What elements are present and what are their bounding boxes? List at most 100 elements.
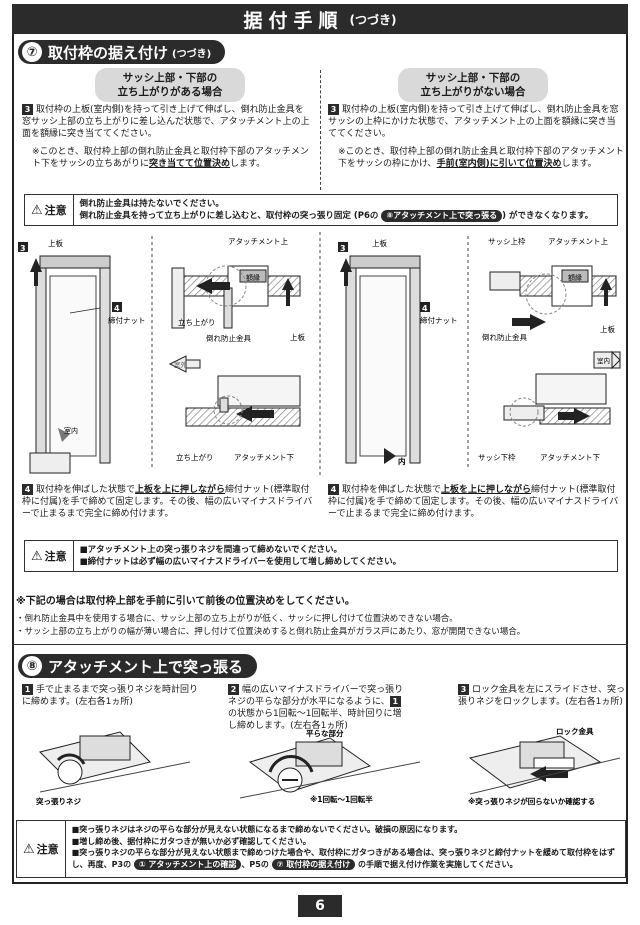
s8-fig1	[39, 731, 191, 793]
page-title-sub: (つづき)	[349, 12, 397, 27]
left-label-uwaita: 上板	[48, 238, 63, 248]
caution-2-label: ⚠注意	[25, 541, 74, 571]
s8-fig2-bottom: ※1回転〜1回転半	[310, 794, 373, 804]
s8-step2-ref: 1	[389, 696, 401, 707]
warning-icon: ⚠	[31, 548, 43, 564]
left-label-tachiagari2: 立ち上がり	[176, 452, 214, 462]
left-step3-note: ※このとき、取付枠上部の倒れ防止金具と取付枠下部のアタッチメント下をサッシの立ち…	[32, 146, 312, 170]
right-frame-illustration	[340, 255, 421, 464]
caution-3-line3-mid: 、P5の	[241, 859, 272, 869]
left-pill-line1: サッシ上部・下部の	[122, 72, 218, 84]
caution-3-body: ■突っ張りネジはネジの平らな部分が見えない状態になるまで締めないでください。破損…	[66, 821, 625, 877]
caution-2-line2: ■締付ナットは必ず幅の広いマイナスドライバーを使用して増し締めしてください。	[79, 557, 402, 567]
left-frame-illustration	[29, 255, 111, 474]
caution-1-label-text: 注意	[44, 204, 67, 217]
left-note-pre: ※このとき、取付枠上部の倒れ防止金具と取付枠下部のアタッチメント下をサッシの立ち…	[32, 147, 309, 169]
note-bullet-2: ・サッシ上部の立ち上がりの幅が薄い場合に、押し付けて位置決めすると倒れ防止金具が…	[16, 627, 526, 637]
right-step3-text: 取付枠の上板(室内側)を持って引き上げて伸ばし、倒れ防止金具を窓サッシの上枠にか…	[328, 105, 619, 139]
left-badge-4-bg	[112, 302, 122, 312]
caution-2-label-text: 注意	[44, 550, 67, 563]
caution-3-label: ⚠注意	[17, 821, 66, 877]
left-label-uwaita2: 上板	[290, 332, 305, 342]
right-badge-3-bg	[338, 242, 348, 252]
right-badge-3: 3	[340, 244, 346, 253]
left-note-em: 突き当てて位置決め	[149, 159, 231, 169]
right-label-taore: 倒れ防止金具	[482, 332, 527, 342]
right-step3-badge: 3	[328, 104, 339, 115]
right-step4-badge: 4	[328, 484, 339, 495]
right-label-sash-up: サッシ上枠	[488, 236, 526, 246]
right-badge-4-bg	[420, 302, 430, 312]
right-pill-line2: 立ち上がりがない場合	[420, 86, 526, 98]
caution-1-body: 倒れ防止金具は持たないでください。 倒れ防止金具を持って立ち上がりに差し込むと、…	[74, 195, 599, 225]
section-8-number: ⑧	[22, 656, 42, 676]
left-step4-badge: 4	[22, 484, 33, 495]
note-heading: ※下記の場合は取付枠上部を手前に引いて前後の位置決めをしてください。	[16, 596, 355, 607]
caution-2-line1: ■アタッチメント上の突っ張りネジを間違って締めないでください。	[79, 545, 343, 555]
caution-3-line3-pre: ■突っ張りネジの平らな部分が見えない状態まで締めつけた場合や、取付枠にガタつきが…	[71, 848, 615, 869]
diagram-area: 3 上板 4 締付ナット 室内 アタッチメント上 額縁 立ち上がり 上板 倒れ防…	[18, 232, 621, 478]
caution-box-2: ⚠注意 ■アタッチメント上の突っ張りネジを間違って締めないでください。 ■締付ナ…	[24, 540, 618, 572]
left-label-shitsugai: 室外	[174, 360, 188, 369]
page-title: 据付手順	[243, 9, 344, 32]
right-label-att-up: アタッチメント上	[548, 237, 608, 246]
page-number: 6	[298, 895, 342, 917]
s8-fig2-top: 平らな部分	[306, 728, 344, 738]
right-label-shitsunai: 室内	[597, 356, 610, 365]
right-label-nut: 締付ナット	[420, 315, 458, 325]
right-label-gakubuchi: 額縁	[568, 273, 582, 282]
right-badge-4: 4	[422, 304, 428, 313]
left-label-nut: 締付ナット	[108, 315, 146, 325]
s8-step2-pre: 幅の広いマイナスドライバーで突っ張りネジの平らな部分が水平になるように、	[228, 685, 404, 707]
left-label-shitsunai: 室内	[64, 426, 78, 435]
right-note-post: します。	[561, 159, 597, 169]
s8-fig3	[468, 735, 621, 795]
column-divider-top	[320, 70, 321, 190]
caution-1-line2: 倒れ防止金具を持って立ち上がりに差し込むと、取付枠の突っ張り固定 (P6の ⑧ア…	[80, 210, 593, 222]
right-step4-post: 締付ナット(標準取付枠に付属)を手で締めて固定します。その後、幅の広いマイナスド…	[328, 485, 619, 519]
right-pill-line1: サッシ上部・下部の	[425, 72, 521, 84]
s8-step2-badge: 2	[228, 684, 239, 695]
section-8-illustrations: 突っ張りネジ 平らな部分 ※1回転〜1回転半 ロック金具 ※突っ張りネジが回らな…	[36, 726, 621, 806]
left-note-post: します。	[230, 159, 266, 169]
caution-1-line2-pre: 倒れ防止金具を持って立ち上がりに差し込むと、取付枠の突っ張り固定 (P6の	[79, 211, 382, 221]
section-7-heading: ⑦ 取付枠の据え付け (つづき)	[18, 40, 226, 64]
caution-3-line3: ■突っ張りネジの平らな部分が見えない状態まで締めつけた場合や、取付枠にガタつきが…	[72, 847, 619, 870]
right-step3-note: ※このとき、取付枠上部の倒れ防止金具と取付枠下部のアタッチメント下をサッシの枠に…	[338, 146, 624, 170]
left-badge-3-bg	[18, 242, 28, 252]
left-label-tachiagari: 立ち上がり	[178, 317, 216, 327]
s8-step3-badge: 3	[458, 684, 469, 695]
caution-1-chip: ⑧アタッチメント上で突っ張る	[381, 210, 503, 222]
s8-step1-badge: 1	[22, 684, 33, 695]
caution-3-line1: ■突っ張りネジはネジの平らな部分が見えない状態になるまで締めないでください。破損…	[71, 825, 463, 834]
left-detail-bottom	[168, 355, 301, 427]
section-8-heading: ⑧ アタッチメント上で突っ張る	[18, 654, 258, 678]
s8-step3-text: ロック金具を左にスライドさせ、突っ張りネジをロックします。(左右各1ヵ所)	[458, 685, 626, 707]
left-badge-4: 4	[114, 304, 120, 313]
s8-fig1-label: 突っ張りネジ	[36, 796, 81, 806]
right-detail-bottom	[503, 350, 621, 427]
left-step4-em: 上板を上に押しながら	[135, 485, 226, 495]
left-label-taore: 倒れ防止金具	[206, 333, 251, 343]
s8-fig2	[239, 737, 421, 799]
caution-1-line2-post: ) ができなくなります。	[502, 211, 594, 221]
left-step3-badge: 3	[22, 104, 33, 115]
right-label-att-down: アタッチメント下	[540, 453, 600, 462]
section-7-number: ⑦	[22, 42, 42, 62]
caution-3-line3-post: の手順で据え付け作業を実施してください。	[355, 859, 518, 869]
caution-3-chip2: ⑦ 取付枠の据え付け	[271, 858, 356, 870]
s8-fig3-top: ロック金具	[556, 726, 594, 736]
left-step3-text: 取付枠の上板(室内側)を持って引き上げて伸ばし、倒れ防止金具を窓サッシ上部の立ち…	[22, 105, 310, 139]
left-step4-post: 締付ナット(標準取付枠に付属)を手で締めて固定します。その後、幅の広いマイナスド…	[22, 485, 313, 519]
right-step4-pre: 取付枠を伸ばした状態で	[342, 485, 442, 495]
right-detail-top	[489, 265, 617, 330]
note-bullet-1: ・倒れ防止金具中を使用する場合に、サッシ上部の立ち上がりが低く、サッシに押し付け…	[16, 614, 458, 624]
section-8-title: アタッチメント上で突っ張る	[48, 657, 244, 676]
